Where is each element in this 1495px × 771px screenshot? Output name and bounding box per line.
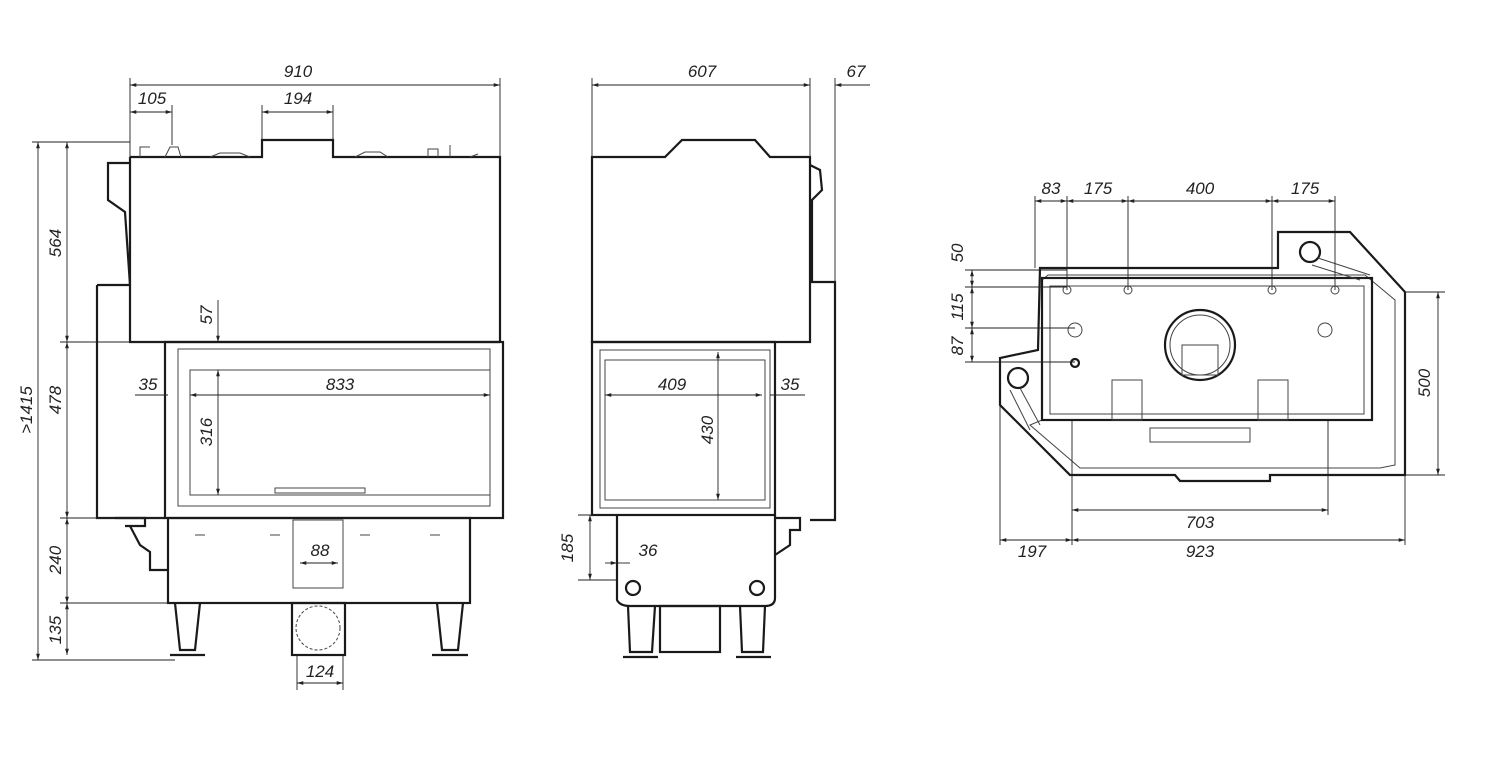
dim-194: 194 bbox=[284, 89, 312, 108]
dim-430: 430 bbox=[698, 415, 717, 444]
dim-67: 67 bbox=[847, 62, 866, 81]
front-view bbox=[95, 138, 505, 657]
front-upper-body bbox=[128, 138, 502, 344]
dim-910: 910 bbox=[284, 62, 313, 81]
front-base bbox=[166, 516, 472, 605]
dim-175-right: 175 bbox=[1291, 179, 1320, 198]
dim-57: 57 bbox=[197, 305, 216, 324]
dim-35-side: 35 bbox=[781, 375, 800, 394]
front-dimensions: 910 105 194 >1415 564 478 240 135 57 316… bbox=[17, 62, 501, 690]
top-left-pipe bbox=[1006, 366, 1030, 390]
side-panel bbox=[809, 164, 837, 522]
dim-316: 316 bbox=[197, 417, 216, 446]
air-inlet bbox=[292, 519, 344, 589]
dim-197: 197 bbox=[1018, 542, 1047, 561]
top-dimensions: 83 175 400 175 50 115 87 500 703 197 923 bbox=[948, 179, 1445, 561]
dim-135: 135 bbox=[46, 615, 65, 644]
top-outline bbox=[998, 230, 1407, 483]
dim-409: 409 bbox=[658, 375, 687, 394]
side-dimensions: 607 67 409 430 35 185 36 bbox=[558, 62, 870, 581]
top-view bbox=[998, 230, 1407, 483]
dim-400: 400 bbox=[1186, 179, 1215, 198]
side-bracket bbox=[774, 516, 802, 556]
dim-115: 115 bbox=[948, 293, 967, 321]
dim-35-front: 35 bbox=[139, 375, 158, 394]
dim-36: 36 bbox=[639, 541, 658, 560]
top-firebox bbox=[1040, 276, 1374, 422]
dim-478: 478 bbox=[46, 385, 65, 414]
dim-923: 923 bbox=[1186, 542, 1215, 561]
dim-175-left: 175 bbox=[1084, 179, 1113, 198]
side-duct bbox=[658, 604, 722, 654]
side-view bbox=[590, 138, 837, 659]
dim-124: 124 bbox=[306, 662, 334, 681]
air-duct bbox=[290, 601, 347, 657]
dim-50: 50 bbox=[948, 243, 967, 262]
flue-outlet bbox=[1163, 308, 1237, 382]
front-legs bbox=[170, 602, 468, 657]
dim-185: 185 bbox=[558, 533, 577, 562]
dim-1415: >1415 bbox=[17, 386, 36, 434]
door-handle bbox=[274, 487, 366, 494]
dim-83: 83 bbox=[1042, 179, 1061, 198]
dim-564: 564 bbox=[46, 229, 65, 257]
dim-833: 833 bbox=[326, 375, 355, 394]
side-legs bbox=[623, 605, 771, 659]
dim-703: 703 bbox=[1186, 513, 1215, 532]
dim-607: 607 bbox=[688, 62, 717, 81]
dim-87: 87 bbox=[948, 336, 967, 355]
dim-88: 88 bbox=[311, 541, 330, 560]
dim-240: 240 bbox=[46, 545, 65, 575]
side-upper-body bbox=[590, 138, 812, 344]
dim-500: 500 bbox=[1415, 368, 1434, 397]
top-right-pipe bbox=[1298, 240, 1322, 264]
front-glass bbox=[189, 369, 491, 496]
dim-105: 105 bbox=[138, 89, 167, 108]
side-glass bbox=[604, 359, 766, 501]
side-door-frame bbox=[590, 340, 777, 517]
front-bracket bbox=[115, 516, 168, 572]
